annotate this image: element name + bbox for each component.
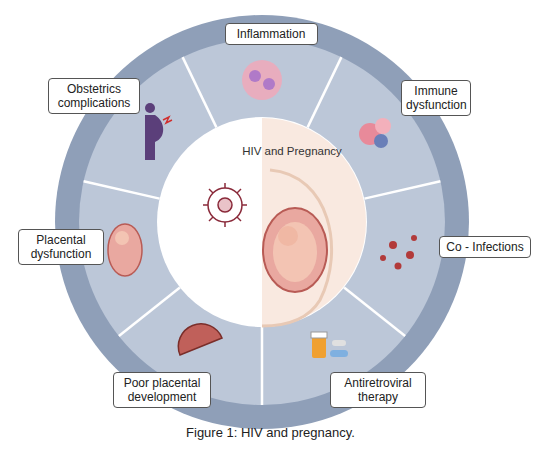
center-circle: HIV and Pregnancy bbox=[157, 117, 367, 327]
pathogen bbox=[395, 263, 402, 270]
divider bbox=[344, 288, 405, 337]
divider bbox=[261, 327, 264, 405]
label-box: Antiretroviral therapy bbox=[330, 372, 426, 408]
label-box: Inflammation bbox=[225, 23, 318, 45]
divider bbox=[364, 181, 440, 198]
fetus bbox=[273, 222, 317, 282]
virus-core bbox=[218, 198, 232, 212]
label-text: Placental dysfunction bbox=[23, 233, 99, 261]
capsule bbox=[332, 340, 346, 346]
spike bbox=[209, 189, 213, 193]
pathogen bbox=[389, 241, 397, 249]
figure-caption: Figure 1: HIV and pregnancy. bbox=[0, 425, 541, 440]
spike bbox=[203, 204, 208, 206]
label-box: Co - Infections bbox=[439, 236, 531, 258]
label-text: Antiretroviral therapy bbox=[335, 376, 421, 404]
placenta-icon bbox=[178, 324, 222, 355]
inflammation-icon bbox=[242, 60, 282, 100]
label-text: Poor placental development bbox=[118, 376, 206, 404]
woman-head bbox=[145, 103, 155, 113]
spike bbox=[242, 204, 247, 206]
bottle-cap bbox=[311, 332, 327, 338]
fetus-head bbox=[115, 231, 129, 245]
immune-cell bbox=[375, 118, 391, 134]
pain-mark bbox=[163, 117, 172, 123]
fetus-icon bbox=[108, 224, 142, 276]
spike bbox=[224, 183, 226, 188]
capsule bbox=[330, 350, 348, 357]
spike bbox=[209, 217, 213, 221]
pathogen bbox=[411, 235, 417, 241]
spike bbox=[237, 217, 241, 221]
divider bbox=[84, 181, 160, 198]
label-box: Placental dysfunction bbox=[18, 229, 104, 265]
divider bbox=[119, 288, 180, 337]
cell bbox=[263, 78, 275, 90]
center-disc bbox=[157, 117, 367, 327]
immune-cell bbox=[374, 134, 388, 148]
label-text: Obstetrics complications bbox=[53, 82, 135, 110]
woman-body bbox=[145, 115, 163, 160]
virus-icon bbox=[203, 183, 247, 227]
label-box: Obstetrics complications bbox=[48, 78, 140, 114]
spike bbox=[237, 189, 241, 193]
spike bbox=[224, 222, 226, 227]
label-text: Co - Infections bbox=[444, 240, 526, 254]
divider bbox=[308, 57, 342, 127]
cell bbox=[249, 70, 261, 82]
divider bbox=[183, 57, 217, 127]
label-text: Inflammation bbox=[230, 27, 313, 41]
virus-body bbox=[208, 188, 242, 222]
center-title: HIV and Pregnancy bbox=[232, 145, 352, 157]
label-box: Poor placental development bbox=[113, 372, 211, 408]
pathogen bbox=[406, 251, 414, 259]
label-box: Immune dysfunction bbox=[401, 80, 471, 116]
uterus bbox=[263, 208, 327, 292]
fetus-head bbox=[278, 226, 298, 246]
co-infection-icon bbox=[380, 235, 417, 270]
label-text: Immune dysfunction bbox=[406, 84, 466, 112]
belly-outline bbox=[262, 170, 332, 326]
pathogen bbox=[380, 255, 386, 261]
pill-bottle bbox=[312, 336, 326, 358]
